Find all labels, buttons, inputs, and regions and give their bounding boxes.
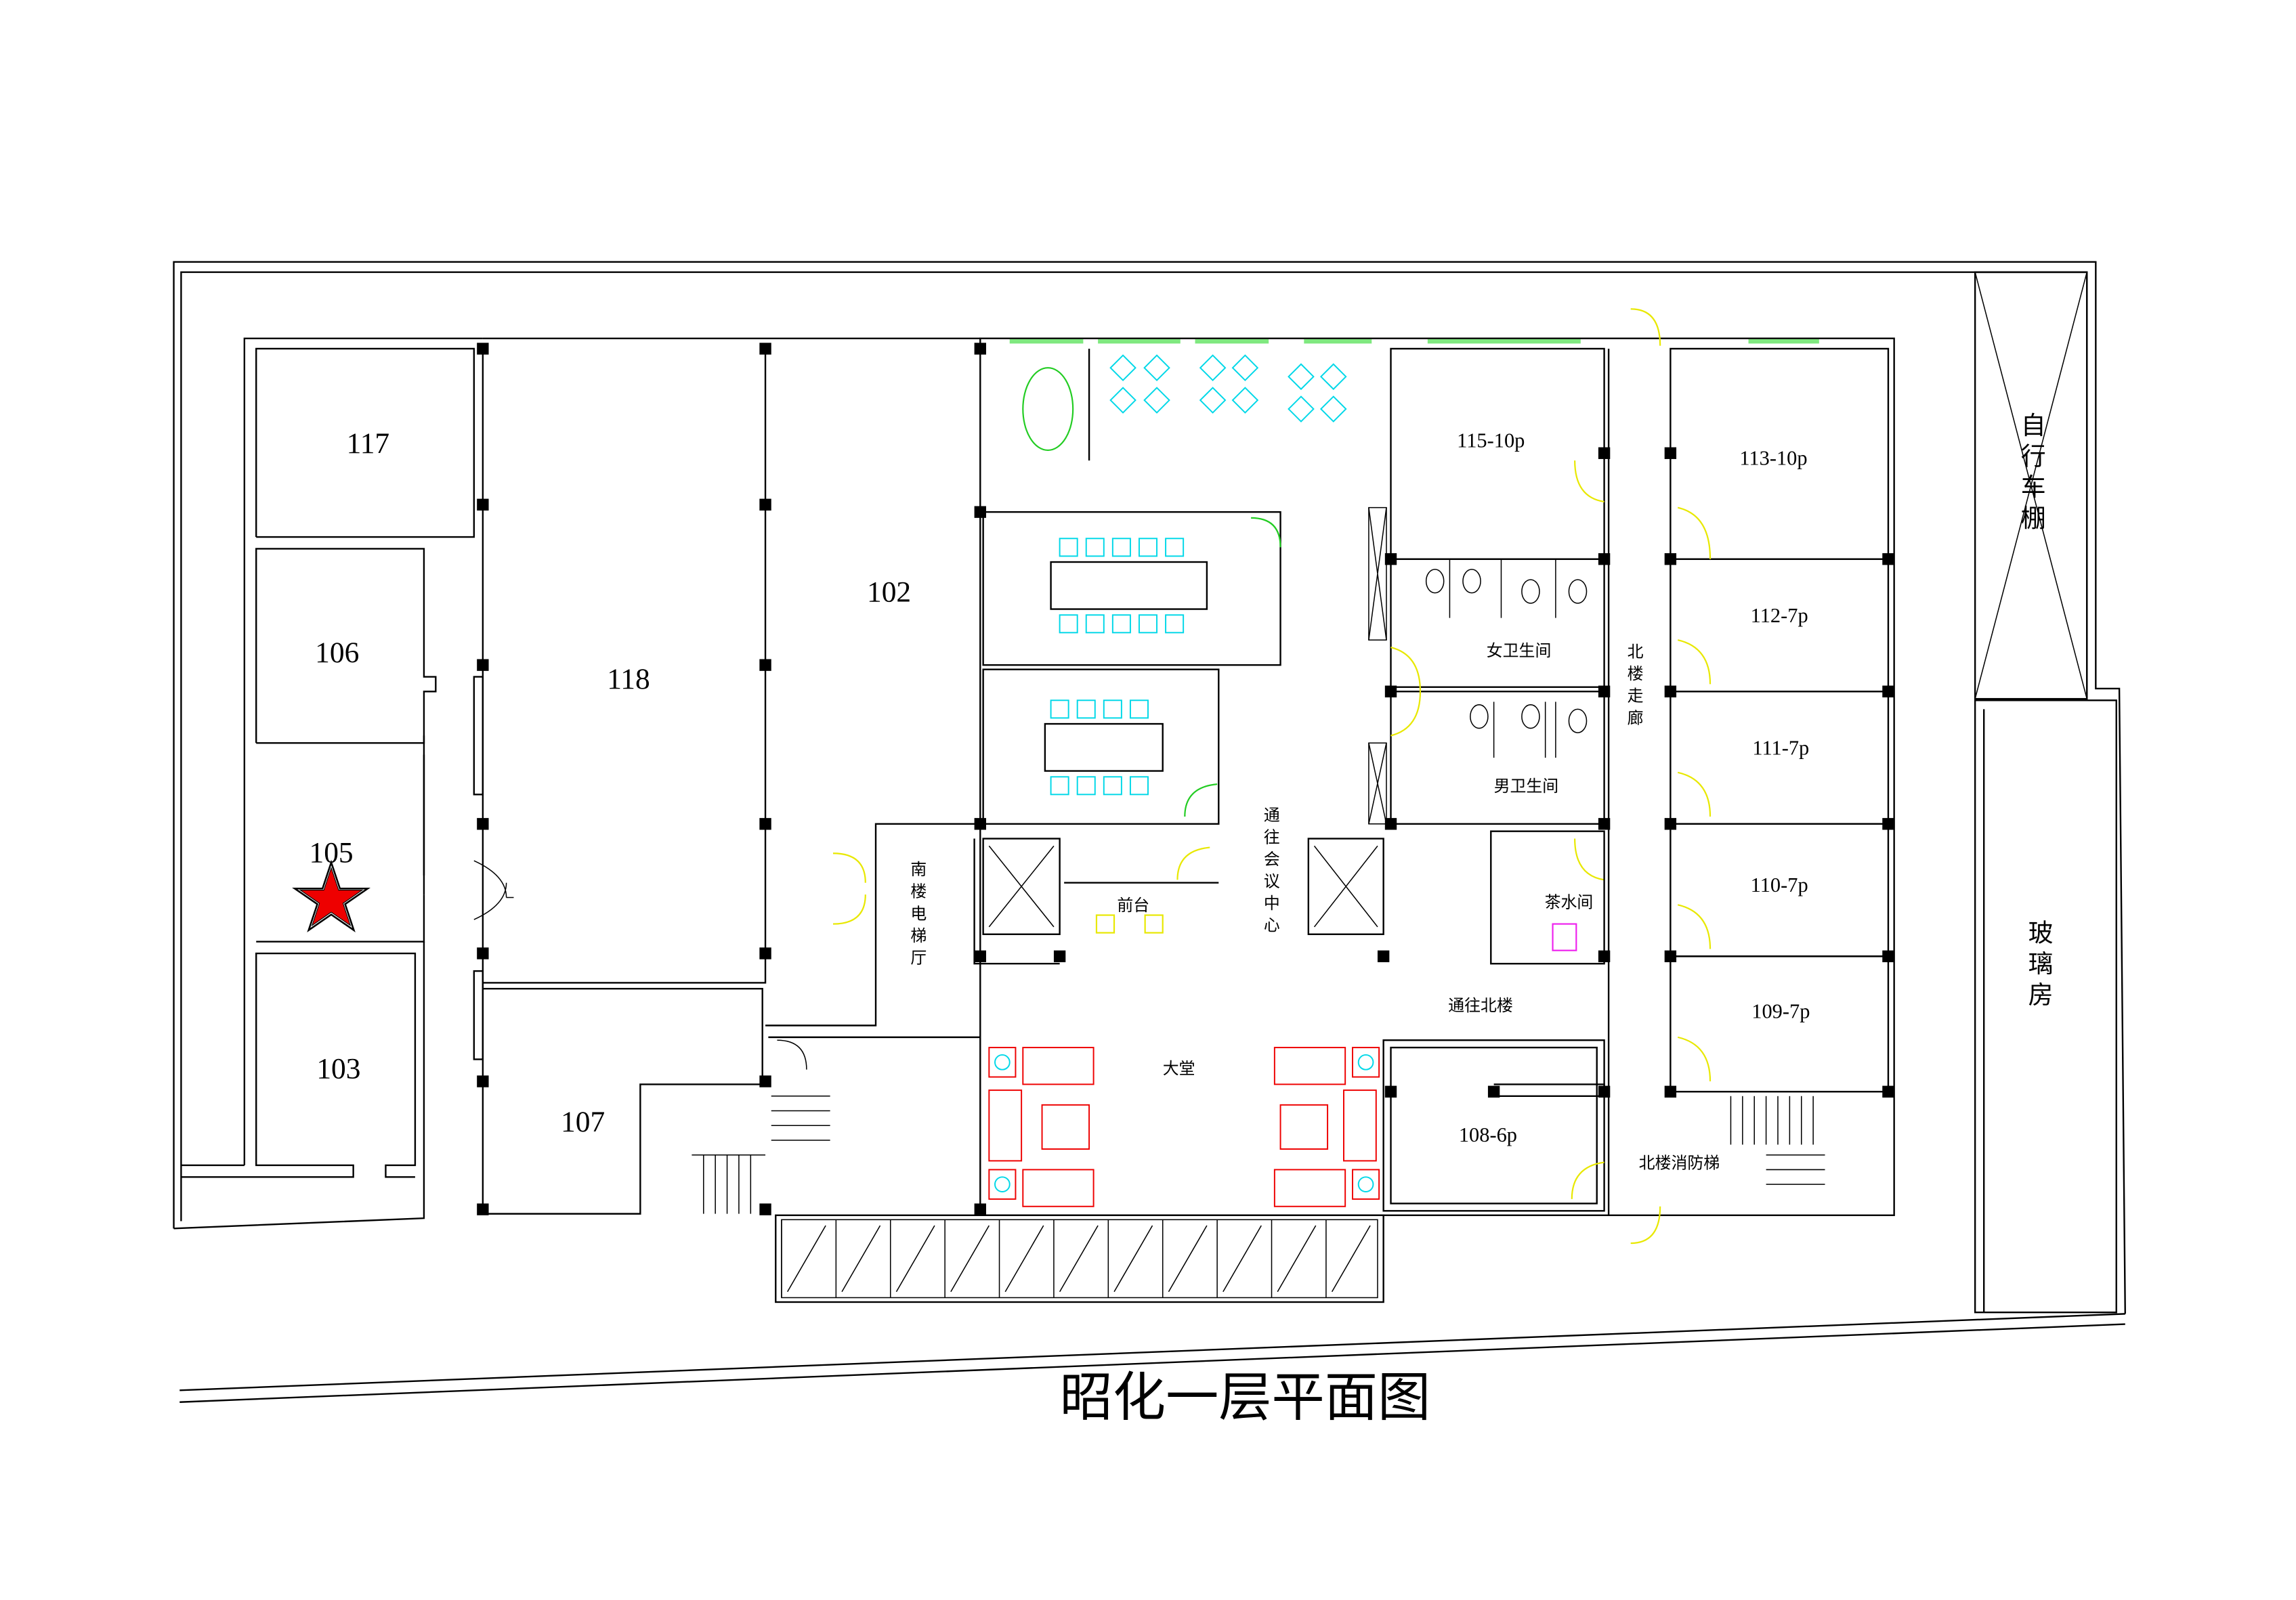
- column: [1384, 553, 1397, 565]
- column: [1882, 818, 1894, 830]
- front-desk-label: 前台: [1117, 896, 1149, 915]
- column: [1377, 950, 1390, 963]
- glass-canopy: [775, 1214, 1384, 1303]
- lobby-furniture: [988, 1047, 1380, 1207]
- north-fire-stairs-label: 北楼消防梯: [1639, 1153, 1720, 1172]
- lobby-label: 大堂: [1163, 1059, 1195, 1078]
- column: [974, 818, 986, 830]
- column: [974, 343, 986, 355]
- column: [759, 818, 771, 830]
- structural-columns: [477, 343, 1894, 1215]
- column: [477, 343, 489, 355]
- column: [759, 343, 771, 355]
- column: [1882, 1085, 1894, 1098]
- main-building: [692, 308, 1895, 1245]
- column: [974, 506, 986, 518]
- room-117-label: 117: [347, 427, 390, 460]
- column: [1384, 685, 1397, 697]
- room-107-label: 107: [561, 1106, 605, 1138]
- room-103-label: 103: [316, 1053, 360, 1085]
- column: [1664, 685, 1677, 697]
- column: [974, 1203, 986, 1215]
- column: [1384, 1085, 1397, 1098]
- column: [1598, 553, 1611, 565]
- column: [1882, 950, 1894, 963]
- column: [1882, 685, 1894, 697]
- mens-wc-label: 男卫生间: [1494, 777, 1559, 796]
- column: [1664, 447, 1677, 459]
- room-109-label: 109-7p: [1751, 1000, 1810, 1023]
- to-north-label: 通往北楼: [1448, 996, 1513, 1015]
- column: [1598, 1085, 1611, 1098]
- glass-room-label: 玻璃房: [2024, 920, 2053, 1012]
- column: [1664, 950, 1677, 963]
- room-106-label: 106: [315, 636, 359, 669]
- north-rooms: [1670, 347, 1890, 1185]
- womens-wc-label: 女卫生间: [1487, 641, 1552, 660]
- column: [1664, 818, 1677, 830]
- column: [1598, 818, 1611, 830]
- column: [477, 1075, 489, 1087]
- column: [759, 947, 771, 959]
- room-110-label: 110-7p: [1751, 873, 1808, 896]
- room-112-label: 112-7p: [1751, 604, 1808, 627]
- column: [477, 659, 489, 671]
- column: [1598, 685, 1611, 697]
- column: [759, 1203, 771, 1215]
- column: [1598, 447, 1611, 459]
- column: [1384, 818, 1397, 830]
- to-conference-label: 通往会议中心: [1260, 806, 1279, 939]
- room-113-label: 113-10p: [1739, 447, 1807, 470]
- middle-block: [482, 337, 981, 1215]
- bike-shed: 自行车棚: [1974, 271, 2088, 700]
- left-wing: [173, 337, 514, 1230]
- column: [759, 498, 771, 511]
- column: [1487, 1085, 1500, 1098]
- column: [477, 818, 489, 830]
- column: [1664, 553, 1677, 565]
- room-111-label: 111-7p: [1752, 737, 1809, 760]
- room-115-label: 115-10p: [1457, 429, 1525, 452]
- column: [1598, 950, 1611, 963]
- column: [477, 947, 489, 959]
- bike-shed-label: 自行车棚: [2016, 412, 2045, 536]
- column: [477, 1203, 489, 1215]
- column: [759, 659, 771, 671]
- north-corridor-label: 北楼走廊: [1624, 643, 1643, 731]
- column: [974, 950, 986, 963]
- column: [1053, 950, 1066, 963]
- room-108-label: 108-6p: [1459, 1123, 1517, 1146]
- column: [1664, 1085, 1677, 1098]
- room-102-label: 102: [867, 576, 911, 609]
- column: [477, 498, 489, 511]
- column: [759, 1075, 771, 1087]
- star-icon: [292, 859, 371, 933]
- glass-room: 玻璃房: [1974, 699, 2117, 1314]
- room-labels: 117 106 105 103 118 102 107 115-10p 113-…: [309, 427, 1810, 1172]
- room-118-label: 118: [607, 663, 650, 695]
- plan-title: 昭化一层平面图: [1060, 1366, 1431, 1428]
- tea-room-label: 茶水间: [1545, 893, 1594, 912]
- south-elevator-hall-label: 南楼电梯厅: [908, 861, 927, 971]
- column: [1882, 553, 1894, 565]
